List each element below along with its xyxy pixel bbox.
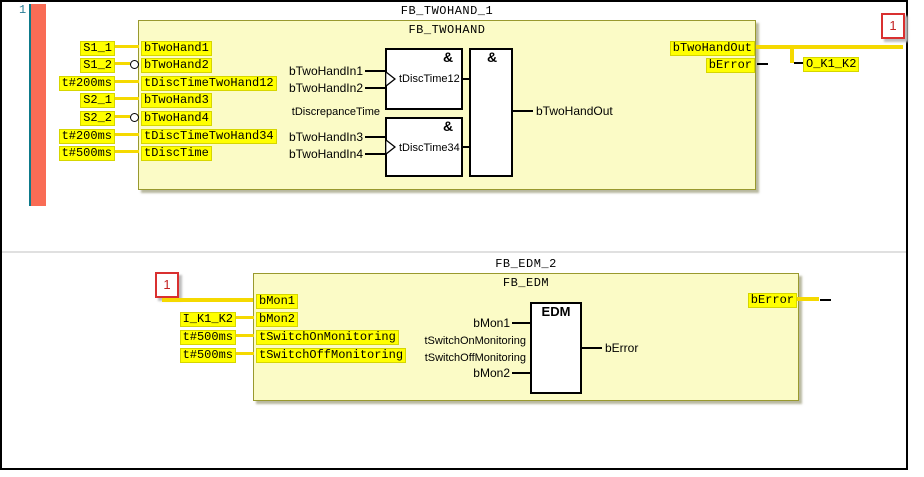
inner-wire xyxy=(365,153,385,155)
edm-title: EDM xyxy=(541,304,571,319)
network-line-number: 1 xyxy=(19,3,27,17)
inner-input-label: bTwoHandIn1 xyxy=(288,64,363,78)
output-stub-wire xyxy=(820,299,831,301)
input-pin-label[interactable]: tSwitchOnMonitoring xyxy=(256,330,399,345)
input-wire xyxy=(115,45,139,48)
inner-input-label: bMon2 xyxy=(473,366,510,380)
branch-wire xyxy=(790,45,794,63)
input-wire xyxy=(236,352,254,355)
editor-frame xyxy=(0,0,908,470)
output-pin-label[interactable]: bError xyxy=(747,293,797,308)
input-wire xyxy=(115,115,130,118)
input-wire xyxy=(236,316,254,319)
input-wire xyxy=(115,62,130,65)
input-pin-label[interactable]: bTwoHand4 xyxy=(141,111,212,126)
inner-input-label: bTwoHandIn4 xyxy=(288,147,363,161)
input-wire xyxy=(115,97,139,100)
input-operand-label[interactable]: S1_2 xyxy=(80,58,115,73)
inner-wire xyxy=(512,372,530,374)
negation-circle-icon[interactable] xyxy=(130,113,139,122)
output-wire xyxy=(756,45,903,49)
input-operand-label[interactable]: S2_1 xyxy=(80,93,115,108)
input-operand-label[interactable]: I_K1_K2 xyxy=(179,312,236,327)
input-wire xyxy=(115,80,139,83)
time-input-triangle-icon xyxy=(385,71,396,87)
fb-twohand-type-name: FB_TWOHAND xyxy=(408,23,486,37)
gate-time-label: tDiscTime12 xyxy=(399,73,460,85)
inner-wire xyxy=(461,78,471,80)
fb-twohand-instance-name[interactable]: FB_TWOHAND_1 xyxy=(400,4,494,18)
inner-input-label: tSwitchOffMonitoring xyxy=(424,352,526,364)
inner-wire xyxy=(512,322,530,324)
output-pin-label[interactable]: bTwoHandOut xyxy=(669,41,755,56)
fb-edm-type-name: FB_EDM xyxy=(502,276,550,290)
inner-input-label: tSwitchOnMonitoring xyxy=(424,335,527,347)
and-symbol: & xyxy=(487,49,498,65)
fb-edm-instance-name[interactable]: FB_EDM_2 xyxy=(495,257,557,271)
input-pin-label[interactable]: bTwoHand2 xyxy=(141,58,212,73)
output-pin-label[interactable]: bError xyxy=(705,58,755,73)
input-pin-label[interactable]: tDiscTimeTwoHand34 xyxy=(141,129,277,144)
input-pin-label[interactable]: bTwoHand1 xyxy=(141,41,212,56)
input-wire xyxy=(115,150,139,153)
time-input-triangle-icon xyxy=(385,139,396,155)
branch-wire xyxy=(794,62,803,64)
input-pin-label[interactable]: tDiscTimeTwoHand12 xyxy=(141,76,277,91)
input-pin-label[interactable]: bMon1 xyxy=(256,294,299,309)
input-operand-label[interactable]: t#500ms xyxy=(179,330,236,345)
and-gate-box xyxy=(469,48,513,177)
connection-mark-source[interactable]: 1 xyxy=(881,13,905,39)
negation-circle-icon[interactable] xyxy=(130,60,139,69)
input-operand-label[interactable]: t#500ms xyxy=(58,146,115,161)
inner-output-label: bError xyxy=(605,341,639,355)
inner-input-label: bTwoHandIn2 xyxy=(288,81,363,95)
output-operand-label[interactable]: O_K1_K2 xyxy=(803,57,860,72)
inner-wire xyxy=(365,70,385,72)
inner-input-label: tDiscrepanceTime xyxy=(291,106,380,118)
input-pin-label[interactable]: bTwoHand3 xyxy=(141,93,212,108)
inner-wire xyxy=(580,347,602,349)
inner-wire xyxy=(365,136,385,138)
network-marker-bar xyxy=(31,4,46,206)
input-operand-label[interactable]: t#500ms xyxy=(179,348,236,363)
input-wire xyxy=(115,133,139,136)
input-pin-label[interactable]: bMon2 xyxy=(256,312,299,327)
input-pin-label[interactable]: tSwitchOffMonitoring xyxy=(256,348,407,363)
input-operand-label[interactable]: t#200ms xyxy=(58,76,115,91)
network-selection-bar xyxy=(29,4,31,206)
input-operand-label[interactable]: t#200ms xyxy=(58,129,115,144)
inner-wire xyxy=(511,110,533,112)
network-separator xyxy=(2,251,906,253)
gate-time-label: tDiscTime34 xyxy=(399,142,460,154)
inner-wire xyxy=(365,87,385,89)
input-operand-label[interactable]: S1_1 xyxy=(80,41,115,56)
inner-input-label: bMon1 xyxy=(473,316,510,330)
and-symbol: & xyxy=(443,118,454,134)
inner-output-label: bTwoHandOut xyxy=(536,104,613,118)
connection-mark-target[interactable]: 1 xyxy=(155,272,179,298)
and-symbol: & xyxy=(443,49,454,65)
connection-wire xyxy=(162,298,254,302)
output-stub-wire xyxy=(757,63,768,65)
input-wire xyxy=(236,334,254,337)
inner-wire xyxy=(461,146,471,148)
input-operand-label[interactable]: S2_2 xyxy=(80,111,115,126)
input-pin-label[interactable]: tDiscTime xyxy=(141,146,212,161)
output-stub-wire xyxy=(797,297,819,301)
inner-input-label: bTwoHandIn3 xyxy=(288,130,363,144)
